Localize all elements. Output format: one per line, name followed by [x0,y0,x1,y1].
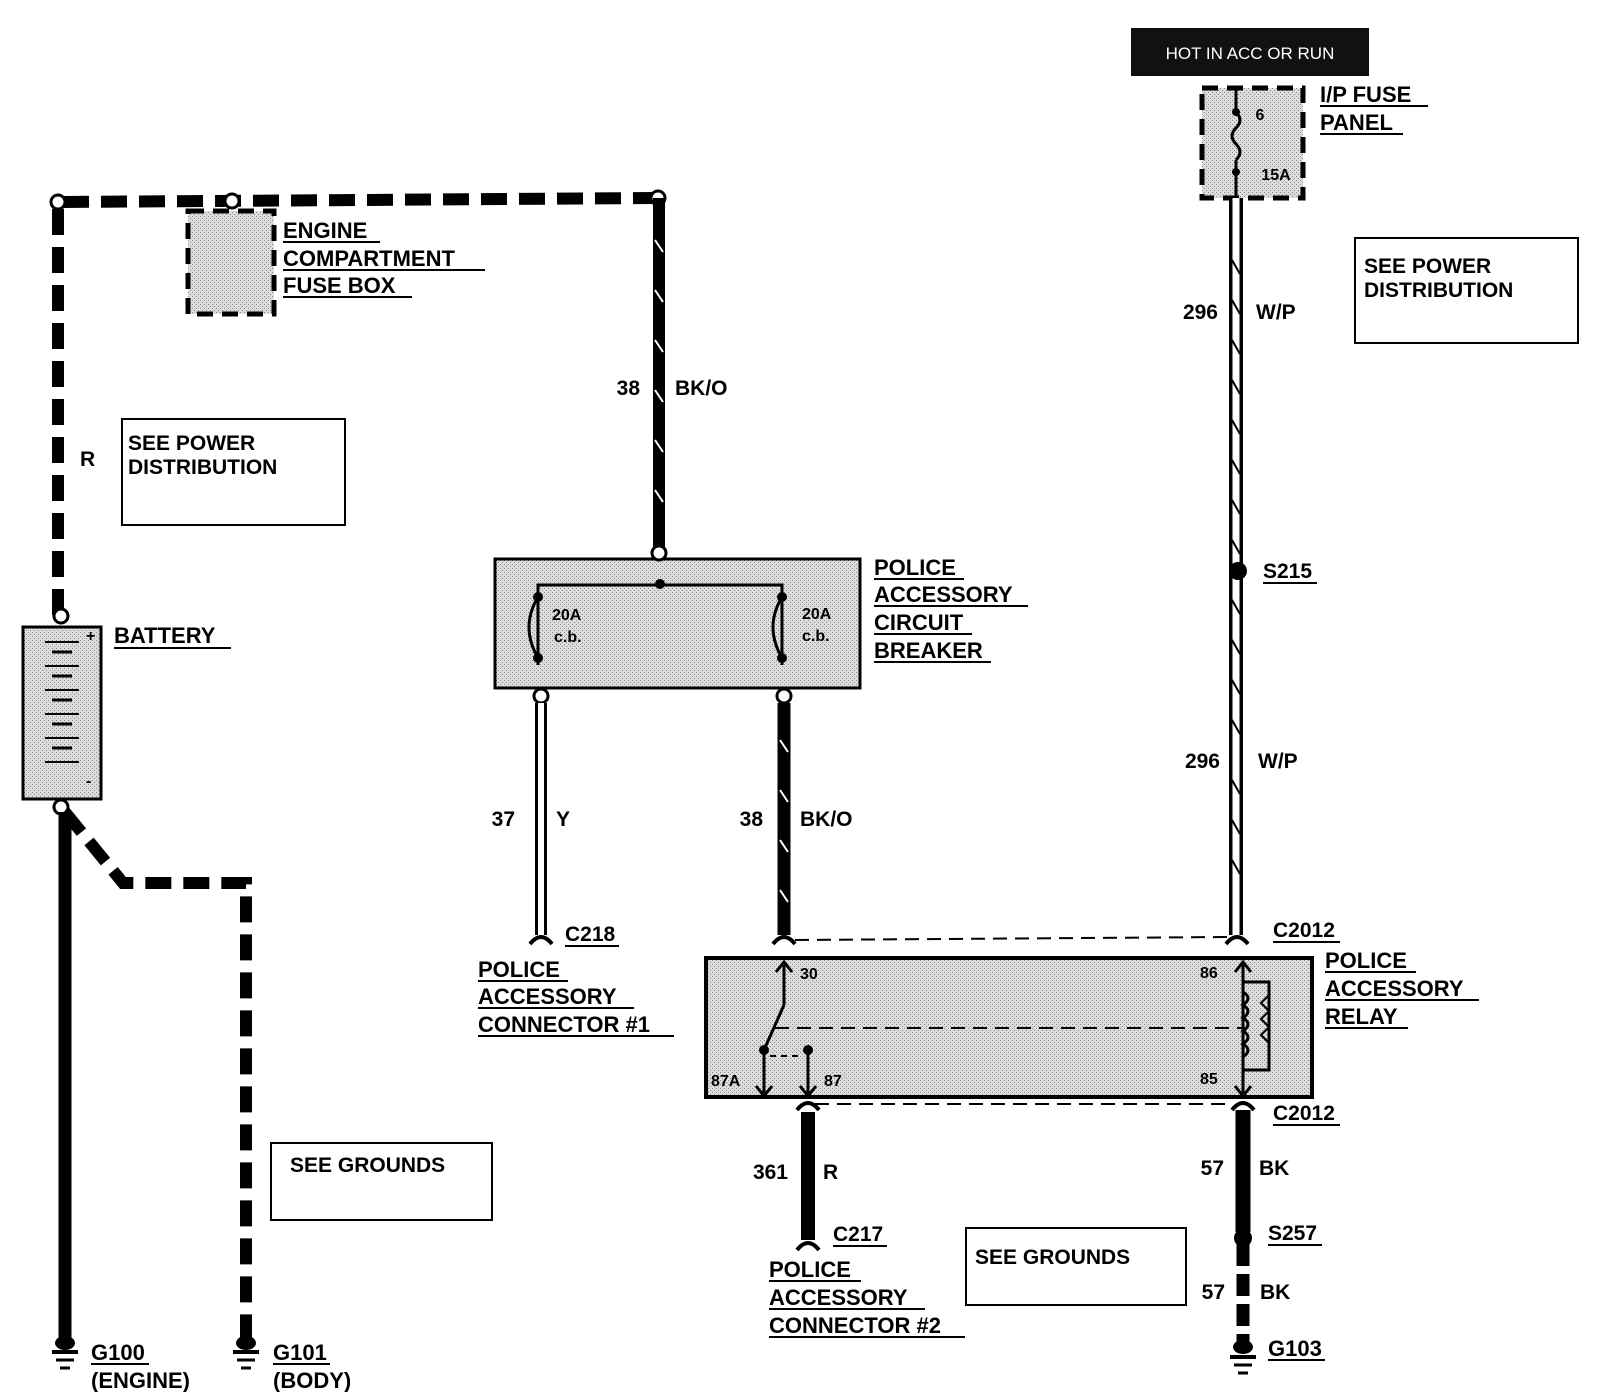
svg-text:20A: 20A [802,606,832,623]
circuit-breaker-label-1: POLICE [874,555,956,580]
svg-text:20A: 20A [552,607,582,624]
ip-fuse-panel-label-2: PANEL [1320,110,1393,135]
wire-296-top-circuit: 296 [1183,301,1218,324]
connector1-label-1: POLICE [478,957,560,982]
svg-text:87: 87 [824,1073,842,1090]
breaker-right-icon [771,596,784,659]
svg-text:6: 6 [1256,107,1265,124]
connector-c2012-top-label: C2012 [1273,919,1335,942]
ground-icon-g103 [1230,1340,1256,1375]
wire-361-color: R [823,1161,838,1184]
svg-text:85: 85 [1200,1071,1218,1088]
wire-battery-color: R [80,448,95,471]
wire-57-bottom-color: BK [1260,1281,1290,1304]
g100-desc: (ENGINE) [91,1368,190,1392]
wire-38-top-color: BK/O [675,377,728,400]
wire-361-circuit: 361 [753,1161,788,1184]
wire-g101 [60,808,252,1346]
connector1-label-2: ACCESSORY [478,984,617,1009]
wire-57-bottom-circuit: 57 [1202,1281,1225,1304]
engine-fuse-box-label-3: FUSE BOX [283,273,396,298]
fuse-icon [1230,110,1242,162]
wire-38-mid [777,703,791,935]
connector-c217-icon [795,1241,821,1252]
battery-icon: + - [21,625,103,801]
svg-text:c.b.: c.b. [802,628,830,645]
see-grounds-note-left: SEE GROUNDS [270,1142,493,1221]
engine-fuse-box-label-1: ENGINE [283,218,367,243]
svg-text:SEE GROUNDS: SEE GROUNDS [975,1246,1130,1269]
svg-text:30: 30 [800,966,818,983]
hot-in-acc-banner: HOT IN ACC OR RUN [1131,28,1369,76]
connector-c217-label: C217 [833,1223,883,1246]
connector2-label-1: POLICE [769,1257,851,1282]
svg-text:c.b.: c.b. [554,629,582,646]
see-power-distribution-note-right: SEE POWER DISTRIBUTION [1354,237,1579,344]
g103-label: G103 [1268,1336,1322,1361]
connector2-label-3: CONNECTOR #2 [769,1313,941,1338]
svg-text:SEE GROUNDS: SEE GROUNDS [290,1154,445,1177]
relay-resistor-icon [1259,994,1271,1044]
svg-text:86: 86 [1200,965,1218,982]
battery-label: BATTERY [114,623,216,648]
wire-38-top [653,198,665,555]
see-power-distribution-note-left: SEE POWER DISTRIBUTION [121,418,346,526]
breaker-left-icon [527,596,540,659]
wire-37-color: Y [556,808,570,831]
svg-text:SEE POWER: SEE POWER [128,432,255,455]
wire-38-mid-color: BK/O [800,808,853,831]
see-grounds-note-right: SEE GROUNDS [965,1227,1187,1306]
wire-296-bottom-circuit: 296 [1185,750,1220,773]
relay-label-2: ACCESSORY [1325,976,1464,1001]
wire-57-top-color: BK [1259,1157,1289,1180]
g101-label: G101 [273,1340,327,1365]
connector1-label-3: CONNECTOR #1 [478,1012,650,1037]
engine-compartment-fuse-box [185,208,277,317]
police-accessory-relay: 30 86 85 87A 87 [704,956,1314,1099]
g100-label: G100 [91,1340,145,1365]
circuit-breaker-label-3: CIRCUIT [874,610,964,635]
wire-37-circuit: 37 [492,808,515,831]
splice-s257-label: S257 [1268,1222,1317,1245]
connector2-label-2: ACCESSORY [769,1285,908,1310]
svg-text:SEE POWER: SEE POWER [1364,255,1491,278]
svg-text:+: + [86,628,95,645]
connector-c218-icon [528,935,554,946]
svg-text:DISTRIBUTION: DISTRIBUTION [1364,279,1513,302]
ground-icon-g101 [233,1336,259,1370]
splice-s215 [1229,562,1247,580]
svg-text:15A: 15A [1261,167,1291,184]
wire-battery-red [52,192,659,615]
wire-38-mid-circuit: 38 [740,808,764,831]
relay-label-3: RELAY [1325,1004,1398,1029]
wire-296-top-color: W/P [1256,301,1296,324]
splice-s257 [1234,1229,1252,1247]
ground-icon-g100 [52,1336,78,1370]
connector-c218-label: C218 [565,923,616,946]
engine-fuse-box-label-2: COMPARTMENT [283,246,455,271]
relay-label-1: POLICE [1325,948,1407,973]
connector-c2012-top-line [794,936,1231,941]
connector-c2012-bottom-label: C2012 [1273,1102,1335,1125]
wire-296-bottom-color: W/P [1258,750,1298,773]
wire-38-top-circuit: 38 [617,377,641,400]
svg-text:-: - [86,773,91,790]
relay-switch-icon [762,1004,786,1051]
g101-desc: (BODY) [273,1368,351,1392]
splice-s215-label: S215 [1263,560,1312,583]
circuit-breaker-label-4: BREAKER [874,638,983,663]
police-accessory-circuit-breaker: 20A c.b. 20A c.b. [493,557,862,690]
circuit-breaker-label-2: ACCESSORY [874,582,1013,607]
wire-57-top-circuit: 57 [1201,1157,1224,1180]
svg-text:HOT IN ACC OR RUN: HOT IN ACC OR RUN [1166,44,1335,63]
ip-fuse-panel: 6 15A [1199,85,1306,201]
relay-coil-icon [1240,990,1250,1059]
svg-text:DISTRIBUTION: DISTRIBUTION [128,456,277,479]
ip-fuse-panel-label-1: I/P FUSE [1320,82,1411,107]
svg-text:87A: 87A [711,1073,741,1090]
